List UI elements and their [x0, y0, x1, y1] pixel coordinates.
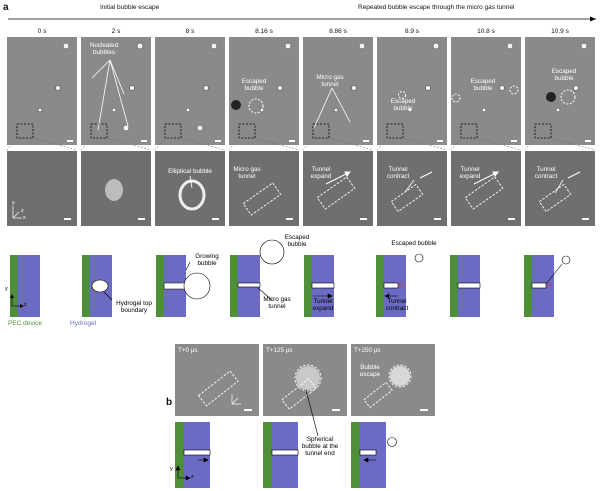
- label-escaped-bubble: Escaped bubble: [390, 98, 416, 112]
- label-spherical-bubble: Spherical bubble at the tunnel end: [301, 436, 339, 457]
- inset-8-9s: [377, 151, 447, 226]
- label-bubble-escape: Bubble escape: [359, 364, 381, 378]
- label-escaped-bubble: Escaped bubble: [391, 240, 437, 247]
- axis-y: y: [12, 200, 15, 206]
- label-tunnel-contract: Tunnel contract: [385, 298, 409, 312]
- panel-a-label: a: [3, 2, 9, 13]
- micrograph-2s: [81, 37, 151, 145]
- micrograph-8s: [155, 37, 225, 145]
- label-micro-gas-tunnel: Micro gas tunnel: [263, 296, 291, 310]
- panel-b-label: b: [166, 397, 173, 408]
- legend-pec-device: PEC device: [8, 320, 42, 327]
- label-escaped-bubble: Escaped bubble: [470, 78, 496, 92]
- label-nucleated-bubbles: Nucleated bubbles: [89, 42, 119, 56]
- axis-x: x: [23, 215, 26, 221]
- label-escaped-bubble: Escaped bubble: [284, 234, 310, 248]
- label-tunnel-contract: Tunnel contract: [386, 166, 410, 180]
- time-label-b: T+0 µs: [178, 347, 198, 354]
- label-micro-gas-tunnel: Micro gas tunnel: [233, 166, 261, 180]
- label-hydrogel-top-boundary: Hydrogel top boundary: [116, 300, 152, 314]
- schematic-axis-z: z: [24, 302, 27, 308]
- label-tunnel-expand: Tunnel expand: [459, 166, 481, 180]
- legend-hydrogel: Hydrogel: [70, 320, 97, 327]
- inset-8-16s: [229, 151, 299, 226]
- label-escaped-bubble: Escaped bubble: [551, 68, 577, 82]
- schematic-b-axis-y: y: [170, 466, 173, 472]
- schematic-axis-y: y: [5, 286, 8, 292]
- time-label: 8.86 s: [329, 28, 347, 35]
- phase-repeated: Repeated bubble escape through the micro…: [358, 4, 515, 11]
- inset-10-9s: [525, 151, 595, 226]
- time-label: 10.9 s: [551, 28, 569, 35]
- label-elliptical-bubble: Elliptical bubble: [168, 168, 212, 175]
- time-label: 0 s: [37, 28, 47, 35]
- micrograph-8-16s: [229, 37, 299, 145]
- label-escaped-bubble: Escaped bubble: [241, 78, 267, 92]
- label-micro-gas-tunnel: Micro gas tunnel: [316, 74, 344, 88]
- schematic-b-axis-z: z: [191, 474, 194, 480]
- inset-8-86s: [303, 151, 373, 226]
- micrograph-10-8s: [451, 37, 521, 145]
- micrograph-t0: [175, 344, 259, 416]
- time-label: 2 s: [111, 28, 121, 35]
- inset-10-8s: [451, 151, 521, 226]
- label-tunnel-expand: Tunnel expand: [312, 298, 334, 312]
- time-label-b: T+250 µs: [354, 347, 381, 354]
- time-label: 8.16 s: [255, 28, 273, 35]
- micrograph-0s: [7, 37, 77, 145]
- time-label: 8.9 s: [404, 28, 420, 35]
- label-tunnel-expand: Tunnel expand: [310, 166, 332, 180]
- time-label: 8 s: [185, 28, 195, 35]
- time-label: 10.8 s: [477, 28, 495, 35]
- time-label-b: T+125 µs: [266, 347, 293, 354]
- micrograph-10-9s: [525, 37, 595, 145]
- inset-0s: [7, 151, 77, 226]
- label-growing-bubble: Growing bubble: [195, 253, 219, 267]
- label-tunnel-contract: Tunnel contract: [534, 166, 558, 180]
- axis-z: z: [21, 208, 24, 214]
- inset-8s: [155, 151, 225, 226]
- micrograph-8-9s: [377, 37, 447, 145]
- phase-initial: Initial bubble escape: [100, 4, 160, 11]
